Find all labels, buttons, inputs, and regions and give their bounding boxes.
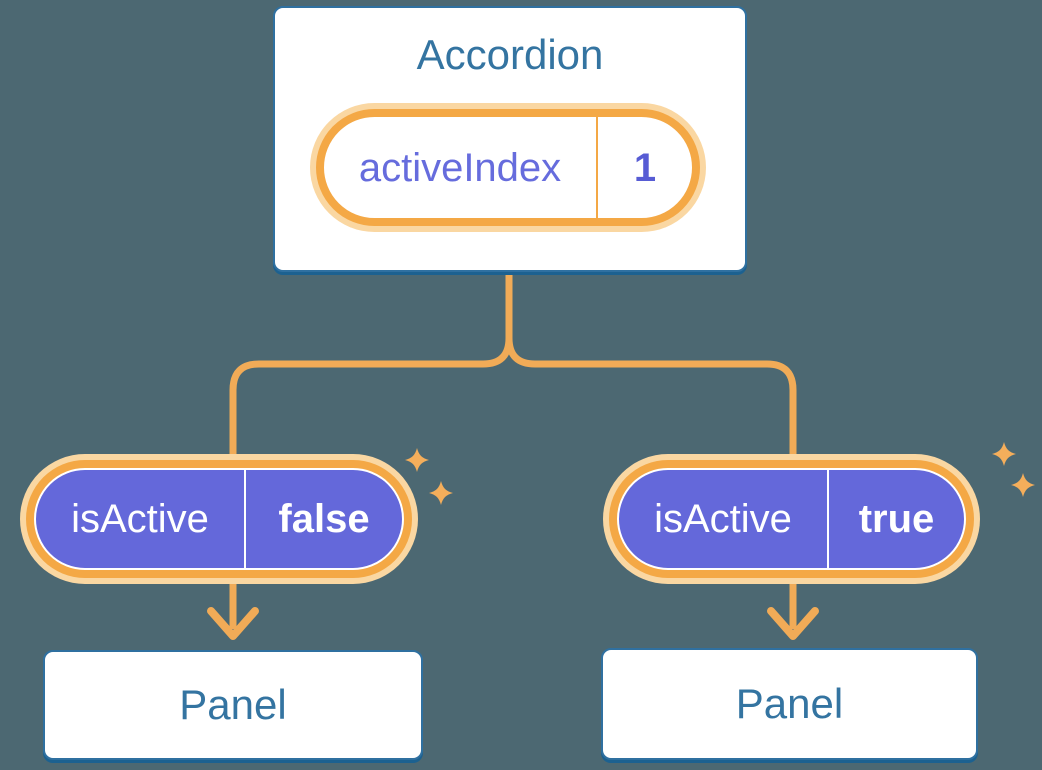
prop-value: false (278, 497, 370, 541)
panel-title: Panel (735, 680, 844, 727)
arrowhead-right-icon (767, 607, 819, 640)
active-index-state-pill: activeIndex 1 (310, 103, 706, 232)
sparkle-icon (992, 442, 1016, 466)
pill-divider (827, 470, 829, 568)
pill-divider (244, 470, 246, 568)
arrowhead-left-icon (207, 607, 259, 640)
panel-card-right: Panel (601, 648, 978, 760)
panel-card-left: Panel (43, 650, 423, 760)
prop-value: true (858, 497, 935, 541)
accordion-title: Accordion (416, 31, 604, 78)
state-value: 1 (633, 145, 657, 190)
branch-line-right (505, 272, 797, 629)
panel-title: Panel (179, 681, 287, 728)
sparkle-icon (429, 481, 453, 505)
sparkle-icon (1011, 473, 1035, 497)
prop-label: isActive (654, 497, 792, 541)
is-active-pill-left: isActive false (20, 454, 418, 584)
sparkle-icon (405, 448, 429, 472)
state-label: activeIndex (358, 145, 562, 190)
pill-divider (596, 117, 598, 218)
is-active-pill-right: isActive true (603, 454, 980, 584)
prop-label: isActive (71, 497, 209, 541)
